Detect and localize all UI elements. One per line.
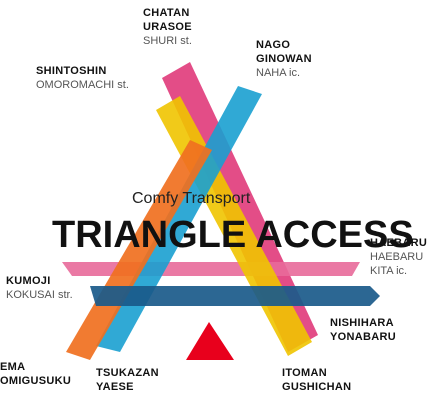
subtitle: Comfy Transport xyxy=(132,190,251,207)
label-line: KOKUSAI str. xyxy=(6,289,73,301)
red-triangle xyxy=(186,322,234,360)
label-line: OMIGUSUKU xyxy=(0,375,72,387)
page-title: TRIANGLE ACCESS xyxy=(52,214,414,256)
label-line: GUSHICHAN xyxy=(282,381,352,393)
label-line: NISHIHARA xyxy=(330,317,394,329)
label-ema: EMA OMIGUSUKU xyxy=(0,360,71,388)
label-kumoji: KUMOJI KOKUSAI str. xyxy=(6,274,73,302)
label-nishihara: NISHIHARA YONABARU xyxy=(330,316,396,344)
label-line: NAGO xyxy=(256,39,291,51)
label-line: CHATAN xyxy=(143,7,190,19)
label-line: EMA xyxy=(0,361,26,373)
navy-horizontal-band xyxy=(90,286,380,306)
label-haebaru: HAEBARU HAEBARU KITA ic. xyxy=(370,236,427,278)
label-chatan-urasoe: CHATAN URASOE SHURI st. xyxy=(143,6,192,48)
label-line: HAEBARU xyxy=(370,251,424,263)
label-line: NAHA ic. xyxy=(256,67,301,79)
label-line: TSUKAZAN xyxy=(96,367,159,379)
pink-horizontal-band xyxy=(62,262,360,276)
label-line: SHINTOSHIN xyxy=(36,65,107,77)
label-tsukazan: TSUKAZAN YAESE xyxy=(96,366,159,394)
label-line: SHURI st. xyxy=(143,35,192,47)
label-shintoshin: SHINTOSHIN OMOROMACHI st. xyxy=(36,64,129,92)
label-line: OMOROMACHI st. xyxy=(36,79,129,91)
pink-diagonal-band xyxy=(162,62,318,352)
label-line: HAEBARU xyxy=(370,237,428,249)
label-line: URASOE xyxy=(143,21,192,33)
label-nago-ginowan: NAGO GINOWAN NAHA ic. xyxy=(256,38,312,80)
label-line: ITOMAN xyxy=(282,367,327,379)
label-line: GINOWAN xyxy=(256,53,312,65)
label-line: KITA ic. xyxy=(370,265,408,277)
label-line: KUMOJI xyxy=(6,275,51,287)
label-itoman: ITOMAN GUSHICHAN xyxy=(282,366,351,394)
label-line: YAESE xyxy=(96,381,134,393)
blue-diagonal-band xyxy=(96,86,262,352)
label-line: YONABARU xyxy=(330,331,396,343)
